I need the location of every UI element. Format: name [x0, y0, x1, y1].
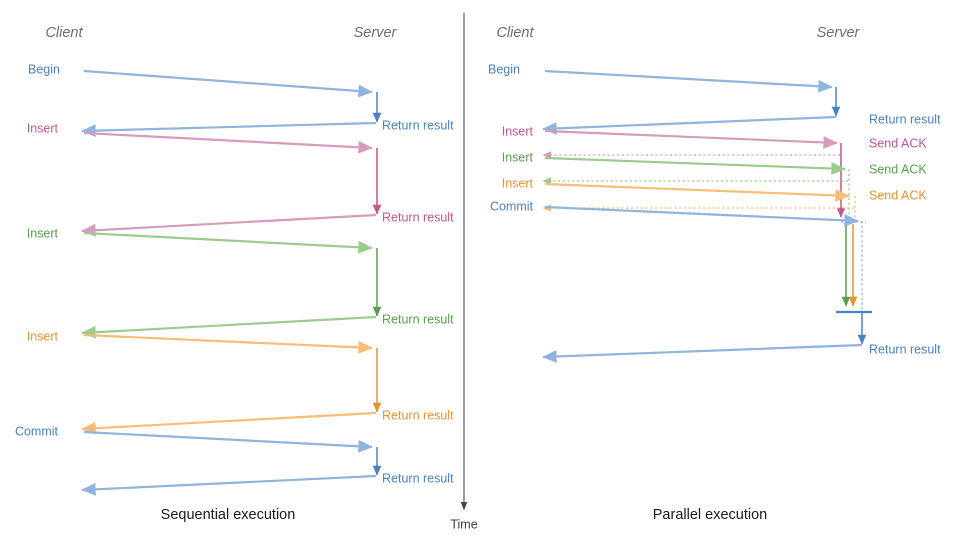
- panel-caption-parallel: Parallel execution: [653, 507, 767, 523]
- flow-sequential-pink-request-3: [83, 131, 373, 154]
- message-label-sequential-6: Return result: [382, 210, 454, 224]
- message-label-sequential-1: Insert: [27, 121, 59, 135]
- flow-parallel-blue-request-0: [544, 69, 833, 93]
- message-label-sequential-2: Insert: [27, 226, 59, 240]
- flow-parallel-blue-request-15: [544, 205, 859, 227]
- lane-title-server-sequential: Server: [354, 25, 398, 41]
- message-label-parallel-5: Return result: [869, 112, 941, 126]
- message-label-parallel-1: Insert: [502, 124, 534, 138]
- message-label-parallel-0: Begin: [488, 62, 520, 76]
- message-label-sequential-8: Return result: [382, 408, 454, 422]
- flow-sequential-orange-response-11: [81, 411, 377, 435]
- message-label-parallel-9: Return result: [869, 342, 941, 356]
- message-label-parallel-6: Send ACK: [869, 136, 927, 150]
- message-label-parallel-7: Send ACK: [869, 162, 927, 176]
- flow-sequential-blue-request-12: [83, 430, 373, 453]
- flow-sequential-blue-response-14: [81, 474, 377, 496]
- flow-sequential-orange-request-9: [83, 333, 373, 354]
- flow-sequential-green-request-6: [83, 231, 373, 254]
- flow-parallel-pink-request-3: [544, 129, 838, 149]
- flow-layer: [81, 69, 872, 496]
- message-label-parallel-3: Insert: [502, 176, 534, 190]
- time-axis-arrowhead: [460, 502, 468, 511]
- message-label-sequential-7: Return result: [382, 312, 454, 326]
- message-label-sequential-5: Return result: [382, 118, 454, 132]
- message-label-parallel-4: Commit: [490, 199, 534, 213]
- lane-title-client-parallel: Client: [496, 25, 534, 41]
- flow-parallel-orange-request-11: [544, 182, 850, 202]
- lane-title-server-parallel: Server: [817, 25, 861, 41]
- lane-title-client-sequential: Client: [45, 25, 83, 41]
- message-label-sequential-0: Begin: [28, 62, 60, 76]
- flow-sequential-green-response-8: [81, 315, 377, 339]
- message-label-parallel-8: Send ACK: [869, 188, 927, 202]
- flow-parallel-blue-response-19: [542, 343, 863, 363]
- flow-parallel-green-request-7: [544, 156, 846, 175]
- message-label-sequential-4: Commit: [15, 424, 59, 438]
- flow-parallel-blue-response-2: [542, 115, 837, 135]
- time-axis-layer: Time: [450, 13, 478, 531]
- time-axis-label: Time: [450, 517, 477, 531]
- message-label-parallel-2: Insert: [502, 150, 534, 164]
- flow-sequential-blue-request-0: [83, 69, 373, 98]
- flow-sequential-blue-response-2: [81, 121, 377, 138]
- message-label-sequential-9: Return result: [382, 471, 454, 485]
- panel-caption-sequential: Sequential execution: [161, 507, 296, 523]
- message-label-sequential-3: Insert: [27, 329, 59, 343]
- flow-sequential-pink-response-5: [81, 213, 377, 237]
